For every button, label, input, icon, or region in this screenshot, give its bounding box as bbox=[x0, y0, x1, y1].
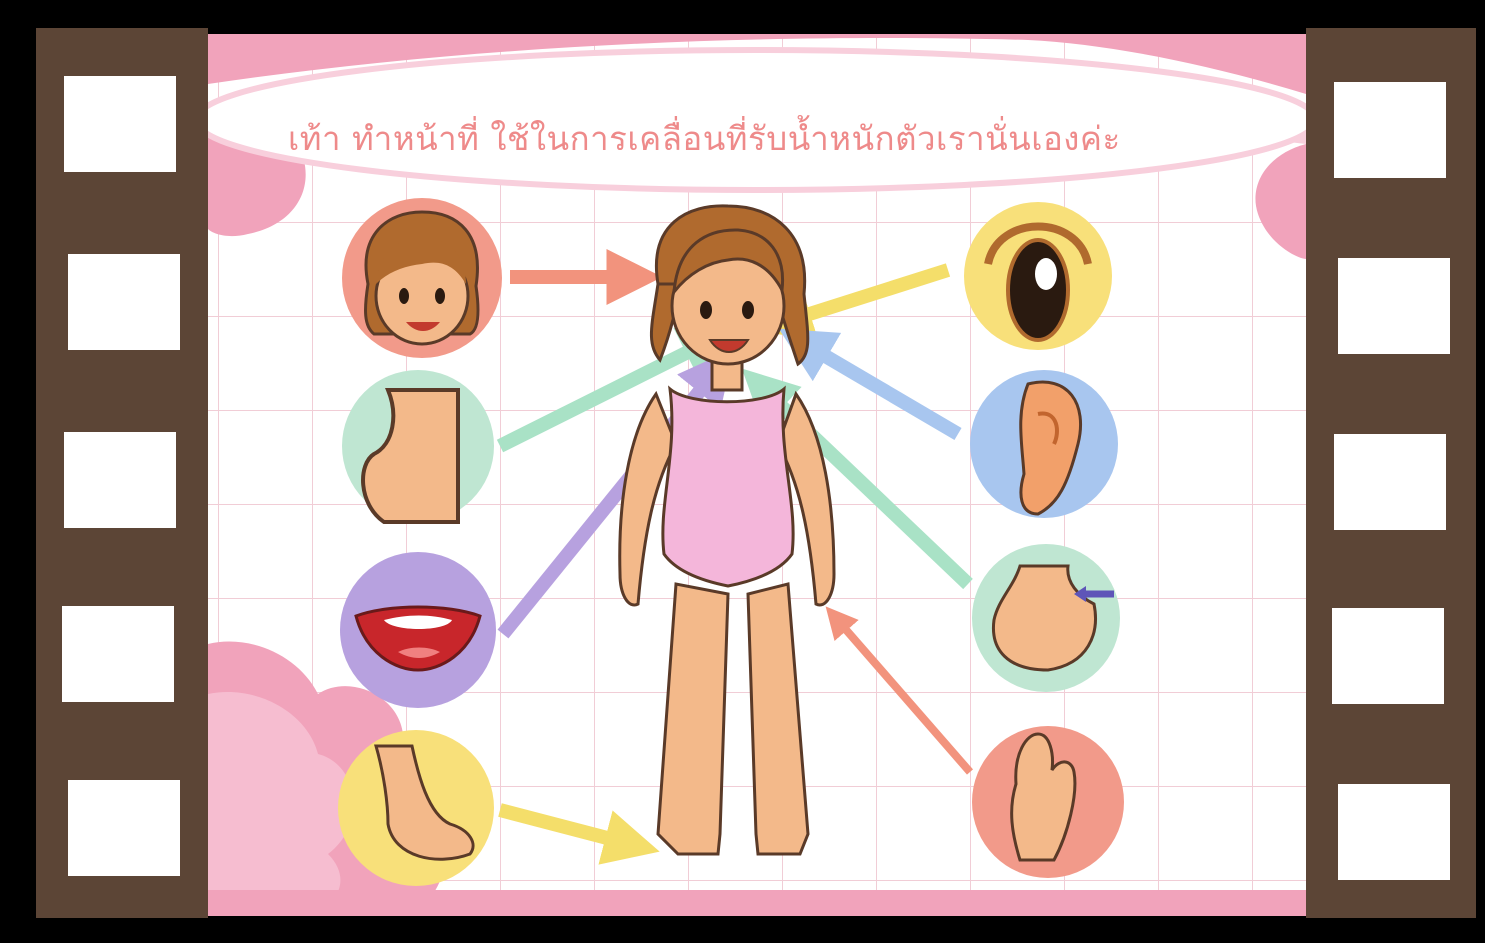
mouth-icon bbox=[340, 552, 496, 708]
eye-icon bbox=[964, 202, 1112, 350]
film-hole bbox=[62, 606, 174, 702]
film-strip-right bbox=[1306, 28, 1476, 918]
ear-icon bbox=[970, 370, 1118, 518]
film-hole bbox=[1338, 784, 1450, 880]
arm-elbow-icon bbox=[342, 370, 494, 522]
illustration-stage: เท้า ทำหน้าที่ ใช้ในการเคลื่อนที่รับน้ำห… bbox=[208, 34, 1306, 916]
film-hole bbox=[1338, 258, 1450, 354]
film-hole bbox=[1334, 434, 1446, 530]
foot-icon bbox=[338, 730, 494, 886]
film-hole bbox=[64, 432, 176, 528]
film-hole bbox=[1332, 608, 1444, 704]
neck-shoulder-icon bbox=[972, 544, 1120, 692]
film-hole bbox=[1334, 82, 1446, 178]
page-title: เท้า ทำหน้าที่ ใช้ในการเคลื่อนที่รับน้ำห… bbox=[288, 112, 1288, 165]
film-hole bbox=[68, 254, 180, 350]
film-strip-left bbox=[36, 28, 208, 918]
hand-icon bbox=[972, 726, 1124, 878]
film-hole bbox=[68, 780, 180, 876]
head-hair-icon bbox=[342, 198, 502, 358]
illustration-svg bbox=[208, 34, 1306, 916]
film-hole bbox=[64, 76, 176, 172]
